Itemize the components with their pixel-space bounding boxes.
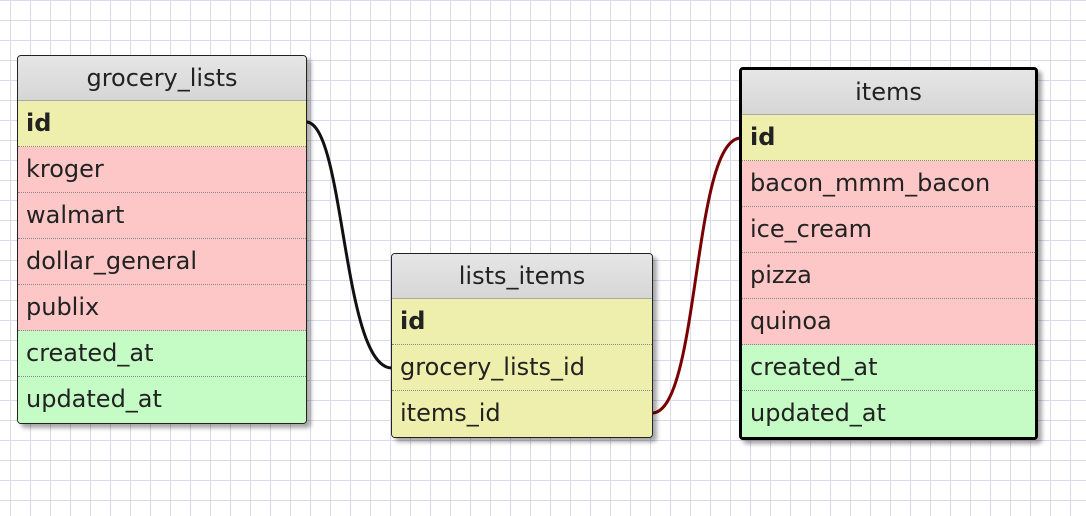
field-grocery-lists-id[interactable]: grocery_lists_id [392, 345, 652, 391]
table-lists-items[interactable]: lists_items id grocery_lists_id items_id [391, 253, 653, 438]
field-items-id[interactable]: items_id [392, 391, 652, 437]
connector-lists-items-to-items[interactable] [651, 136, 742, 415]
table-title[interactable]: items [742, 70, 1035, 115]
connector-grocery-lists-to-lists-items[interactable] [305, 120, 393, 370]
field-publix[interactable]: publix [18, 285, 306, 331]
field-updated-at[interactable]: updated_at [18, 377, 306, 423]
table-title[interactable]: grocery_lists [18, 56, 306, 101]
field-bacon-mmm-bacon[interactable]: bacon_mmm_bacon [742, 161, 1035, 207]
table-items[interactable]: items id bacon_mmm_bacon ice_cream pizza… [739, 67, 1038, 440]
field-walmart[interactable]: walmart [18, 193, 306, 239]
table-grocery-lists[interactable]: grocery_lists id kroger walmart dollar_g… [17, 55, 307, 424]
field-updated-at[interactable]: updated_at [742, 391, 1035, 437]
table-title[interactable]: lists_items [392, 254, 652, 299]
field-created-at[interactable]: created_at [742, 345, 1035, 391]
field-id[interactable]: id [392, 299, 652, 345]
field-id[interactable]: id [742, 115, 1035, 161]
field-quinoa[interactable]: quinoa [742, 299, 1035, 345]
field-kroger[interactable]: kroger [18, 147, 306, 193]
field-dollar-general[interactable]: dollar_general [18, 239, 306, 285]
field-pizza[interactable]: pizza [742, 253, 1035, 299]
field-ice-cream[interactable]: ice_cream [742, 207, 1035, 253]
field-id[interactable]: id [18, 101, 306, 147]
field-created-at[interactable]: created_at [18, 331, 306, 377]
